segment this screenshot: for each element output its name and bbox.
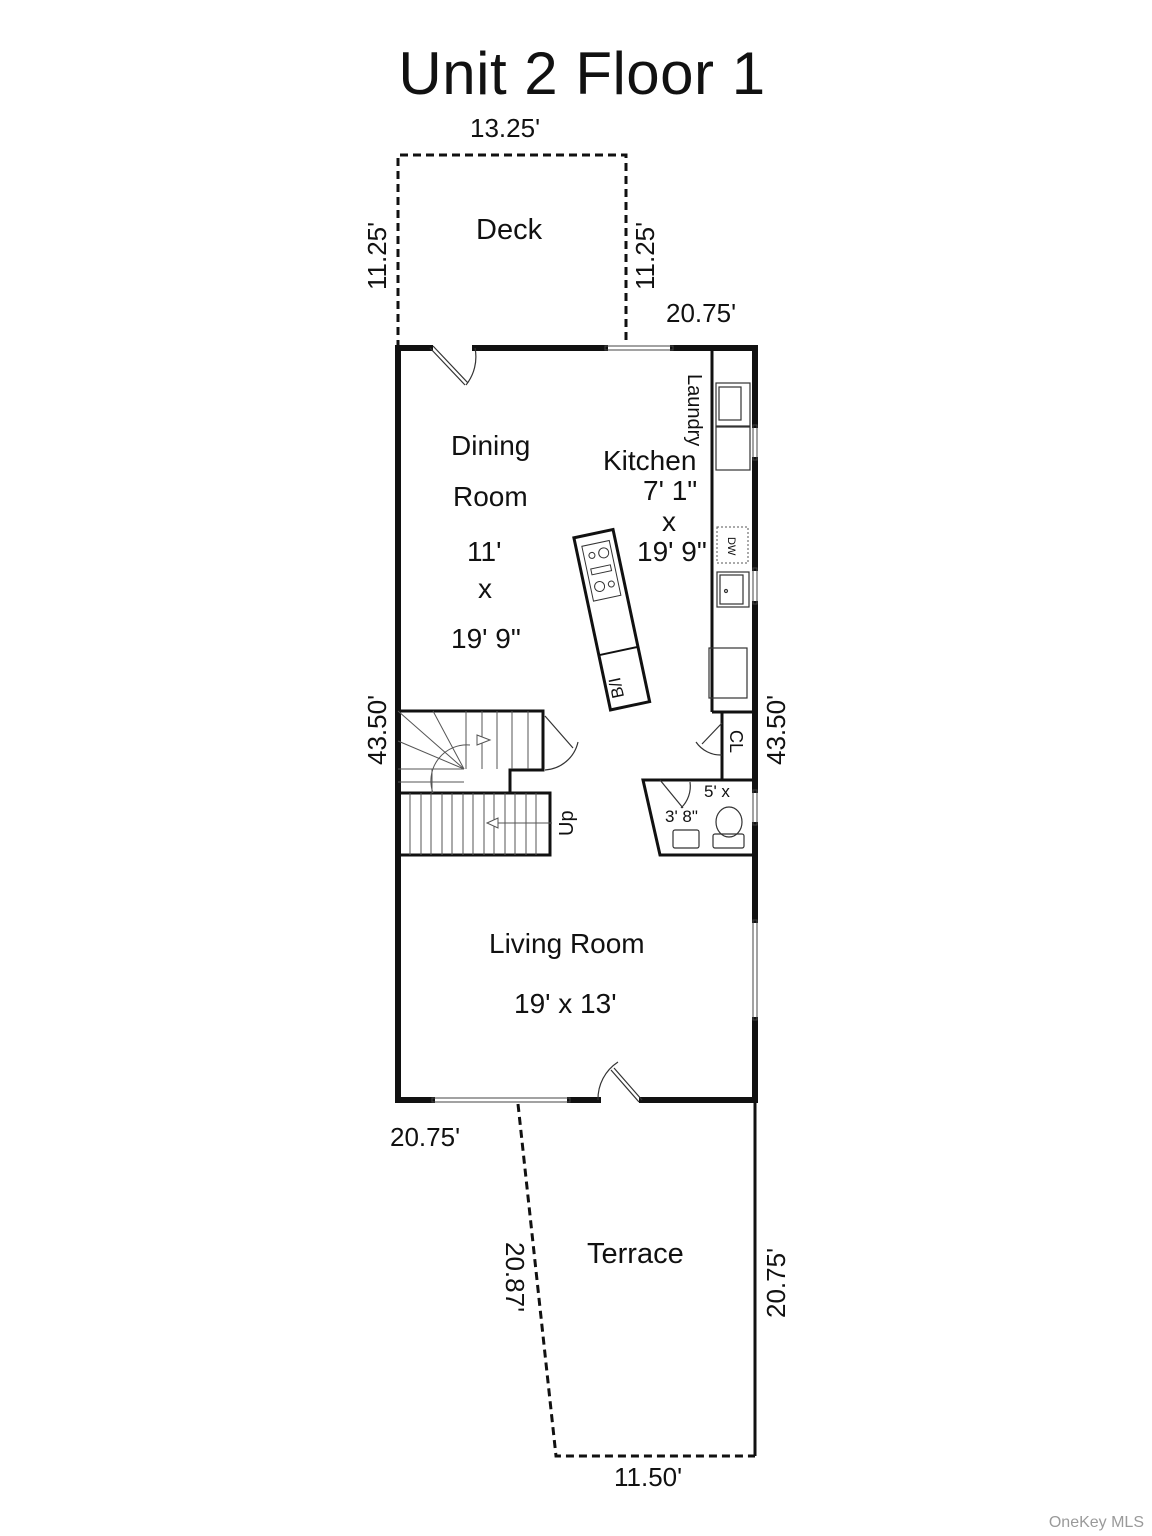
dim-terrace-left: 20.87'	[500, 1242, 530, 1312]
kitchen-dim-x: x	[662, 506, 676, 537]
refrigerator-icon	[708, 647, 748, 699]
room-label-dining-line2: Room	[453, 481, 528, 512]
dim-deck-left: 11.25'	[362, 222, 392, 290]
dim-terrace-right: 20.75'	[761, 1248, 791, 1318]
terrace-outline	[516, 1100, 757, 1458]
floor-plan-title: Unit 2 Floor 1	[398, 40, 766, 107]
staircase[interactable]: Up	[397, 709, 579, 857]
room-label-terrace: Terrace	[587, 1238, 684, 1270]
door-dining-to-deck[interactable]	[429, 345, 477, 386]
living-dims: 19' x 13'	[514, 988, 617, 1019]
dim-terrace-bottom: 11.50'	[614, 1462, 682, 1492]
cooktop-icon	[581, 539, 622, 602]
closet-door[interactable]	[695, 722, 723, 756]
dining-dim-x: x	[478, 573, 492, 604]
room-label-laundry: Laundry	[683, 374, 705, 446]
room-label-deck: Deck	[476, 214, 543, 246]
kitchen-counter-wall	[710, 348, 755, 714]
stairs-turn-arrow-icon	[476, 734, 492, 746]
stairs-up-arrow-icon	[485, 817, 499, 829]
svg-text:DW: DW	[725, 537, 737, 556]
powder-room-door[interactable]	[659, 779, 691, 809]
stair-door	[544, 715, 579, 771]
dining-dim-width: 11'	[467, 536, 501, 567]
door-living-front[interactable]	[597, 1061, 643, 1103]
dining-dim-length: 19' 9"	[451, 623, 521, 654]
dim-house-top: 20.75'	[666, 298, 736, 328]
dim-deck-top: 13.25'	[470, 113, 540, 143]
kitchen-dim-length: 19' 9"	[637, 536, 707, 567]
room-label-dining-line1: Dining	[451, 430, 530, 461]
windows	[431, 345, 758, 1103]
watermark: OneKey MLS	[1048, 1514, 1144, 1531]
room-label-kitchen: Kitchen	[603, 445, 696, 476]
deck-outline	[396, 153, 628, 348]
room-label-living: Living Room	[489, 928, 645, 959]
dim-house-left: 43.50'	[362, 695, 392, 765]
bathroom-sink-icon	[672, 829, 700, 849]
laundry-appliances	[715, 382, 751, 471]
bath-dim-length: 3' 8"	[665, 807, 698, 826]
exterior-walls	[395, 345, 758, 1103]
stairs-up-label: Up	[556, 810, 578, 836]
dim-house-right: 43.50'	[761, 695, 791, 765]
dim-house-bottom: 20.75'	[390, 1122, 460, 1152]
room-label-closet: CL	[726, 730, 746, 753]
dishwasher-icon: DW	[716, 526, 749, 564]
built-in-label: B/I	[605, 676, 628, 700]
dim-deck-right: 11.25'	[630, 222, 660, 290]
kitchen-dim-width: 7' 1"	[643, 475, 697, 506]
kitchen-island: B/I	[572, 527, 652, 712]
kitchen-sink-icon	[716, 571, 750, 608]
toilet-icon	[712, 806, 745, 849]
powder-room-walls	[641, 778, 755, 857]
bath-dim-width: 5' x	[704, 782, 730, 801]
